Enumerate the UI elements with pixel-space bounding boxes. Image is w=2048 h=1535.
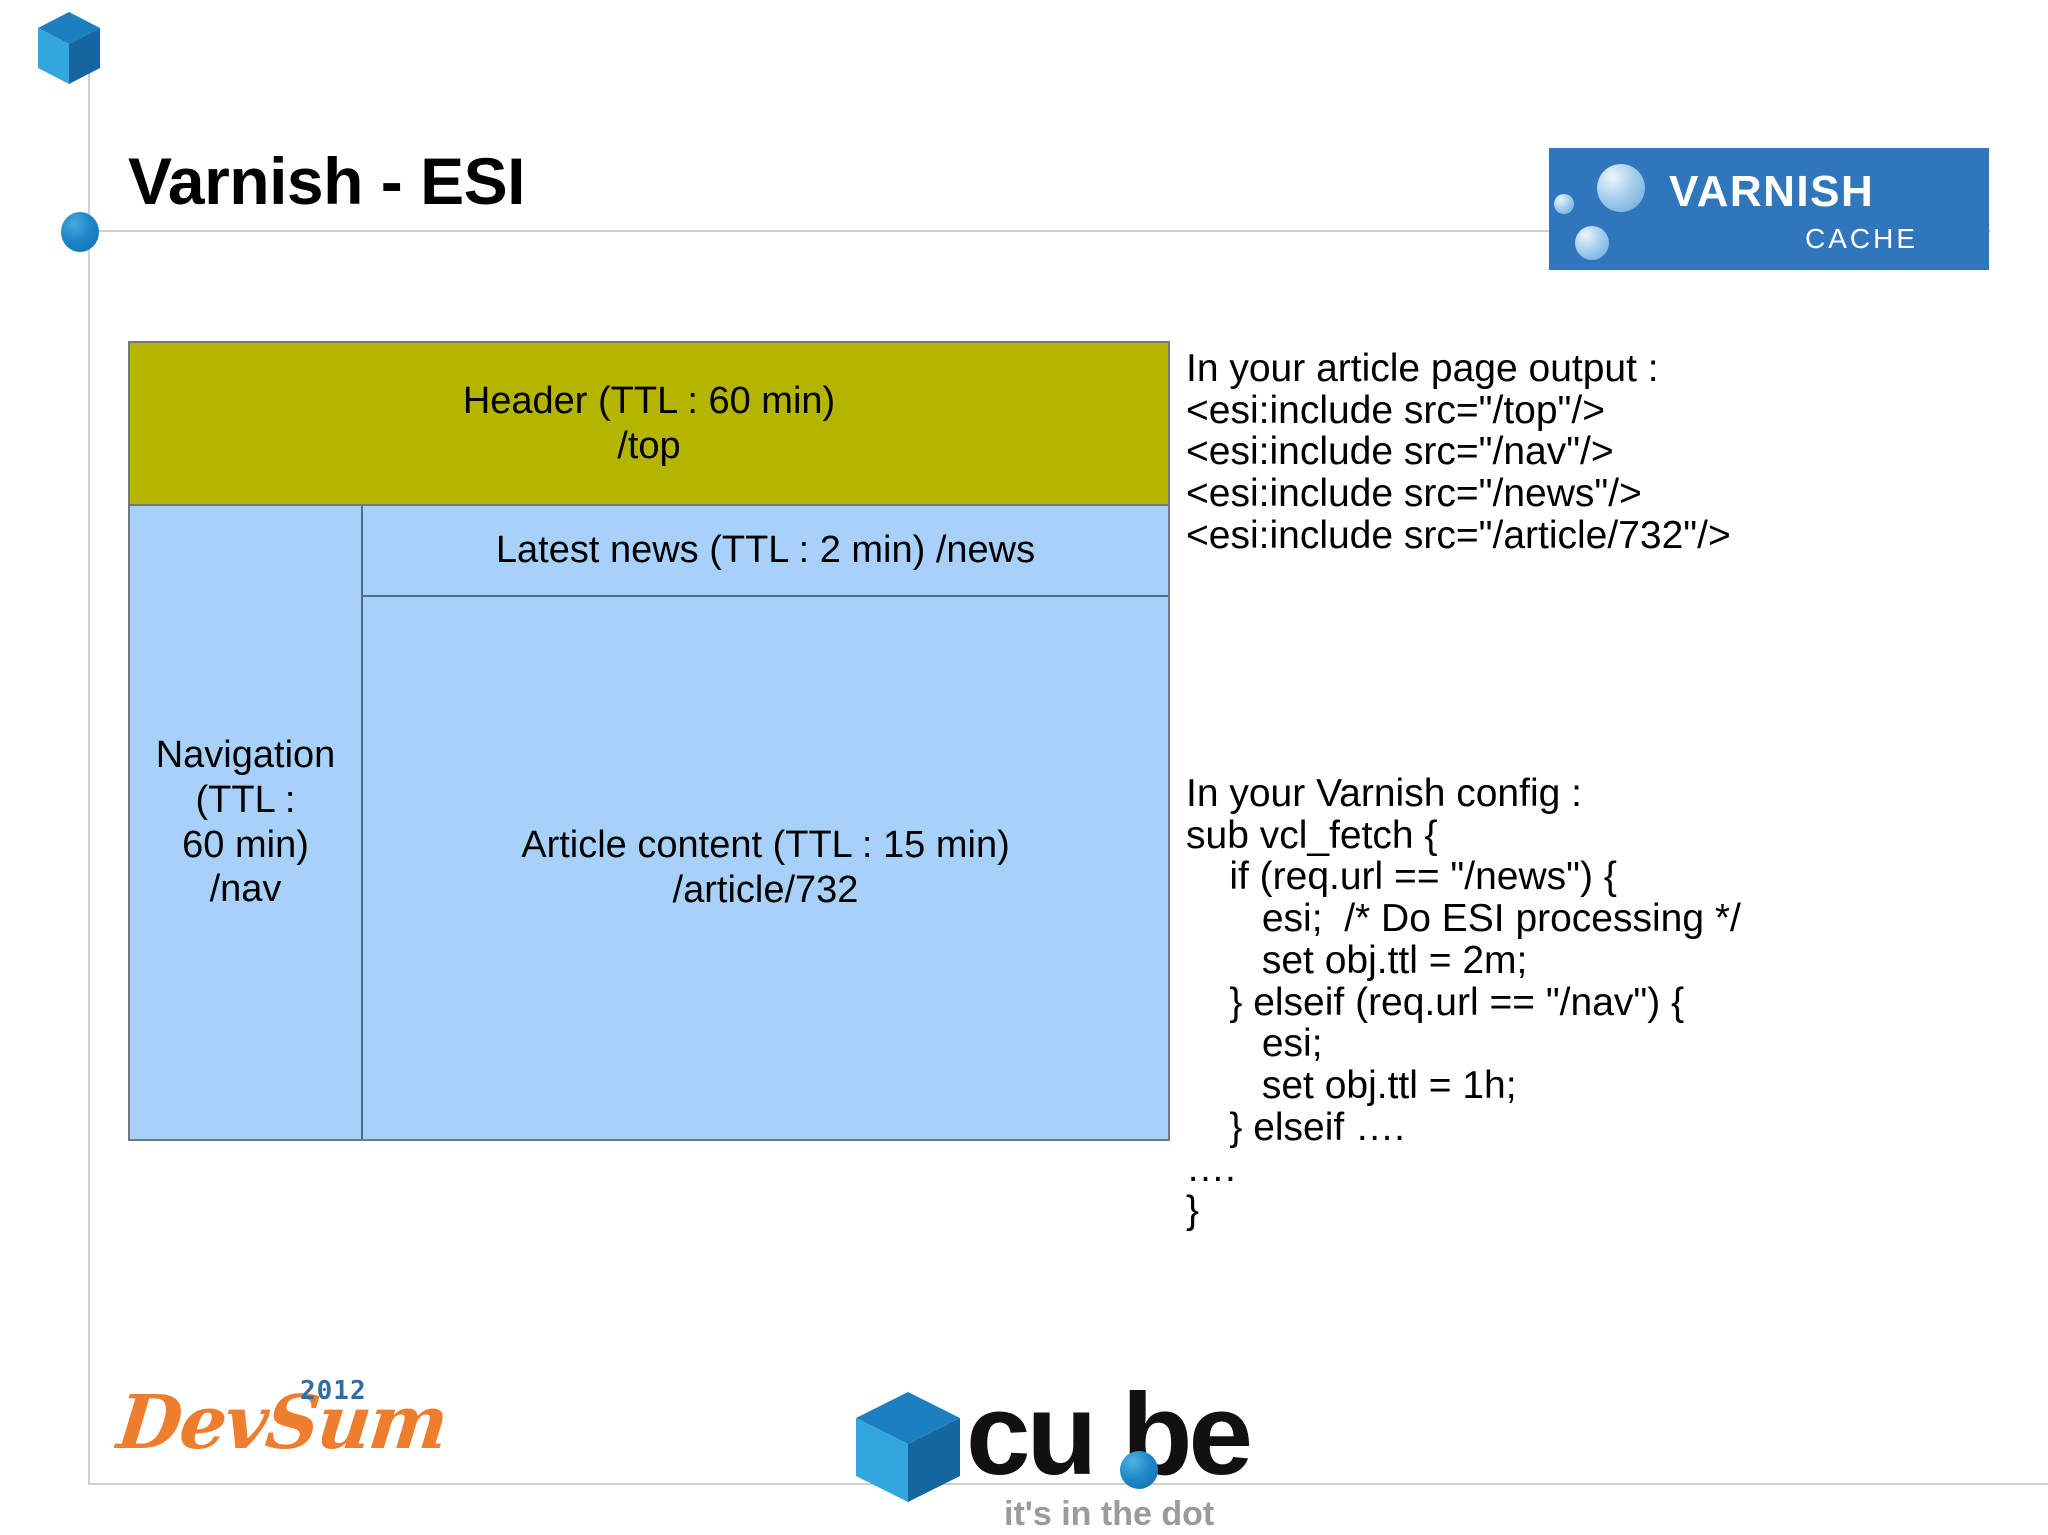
- page-layout-diagram: Header (TTL : 60 min) /top Navigation (T…: [128, 341, 1170, 1141]
- cube-logo-tagline: it's in the dot: [1004, 1495, 1215, 1533]
- devsum-logo-name: DevSum: [113, 1380, 451, 1466]
- diagram-body: Navigation (TTL : 60 min) /nav Latest ne…: [130, 506, 1168, 1139]
- diagram-news-block: Latest news (TTL : 2 min) /news: [363, 506, 1168, 597]
- varnish-config-code: In your Varnish config : sub vcl_fetch {…: [1186, 772, 1741, 1233]
- bubble-icon: [1575, 226, 1609, 260]
- title-horizontal-rule: [88, 230, 1990, 232]
- devsum-logo-year: 2012: [300, 1376, 367, 1406]
- bubble-icon: [1597, 164, 1645, 212]
- diagram-navigation-block: Navigation (TTL : 60 min) /nav: [130, 506, 363, 1139]
- cube-logo: cu be it's in the dot: [856, 1376, 1326, 1533]
- left-vertical-rule: [88, 55, 90, 1485]
- sphere-ornament-icon: [61, 212, 99, 252]
- devsum-logo: DevSum 2012: [113, 1376, 450, 1478]
- cube-ornament-icon: [38, 12, 100, 84]
- diagram-header-block: Header (TTL : 60 min) /top: [130, 343, 1168, 506]
- diagram-article-block: Article content (TTL : 15 min) /article/…: [521, 824, 1010, 911]
- varnish-logo-word: VARNISH: [1669, 167, 1875, 216]
- bubble-icon: [1554, 194, 1574, 214]
- varnish-logo-subtitle: CACHE: [1805, 223, 1919, 254]
- cube-logo-word: cu be: [966, 1369, 1253, 1499]
- article-page-output-code: In your article page output : <esi:inclu…: [1186, 347, 1731, 557]
- page-title: Varnish - ESI: [128, 144, 525, 219]
- varnish-cache-logo: VARNISH CACHE: [1549, 148, 1989, 270]
- cube-icon: [856, 1392, 960, 1502]
- footer-horizontal-rule: [88, 1483, 2048, 1485]
- diagram-main-column: Latest news (TTL : 2 min) /news Article …: [363, 506, 1168, 1139]
- cube-logo-dot-icon: [1120, 1451, 1158, 1489]
